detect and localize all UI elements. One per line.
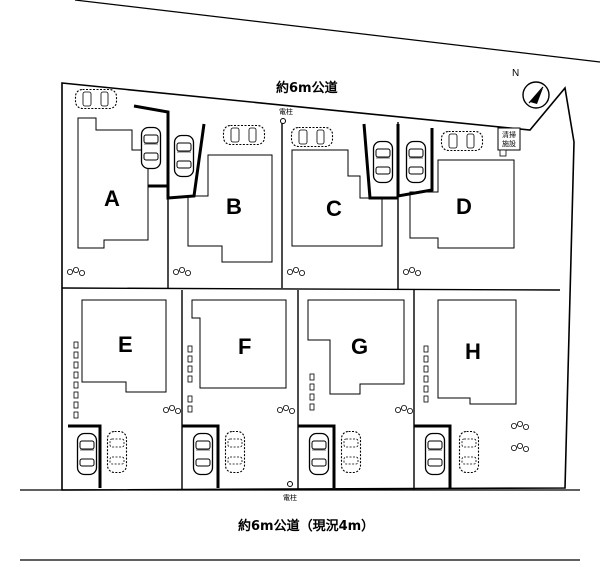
- lot-a-label: A: [104, 186, 120, 211]
- utility-pole-top: [280, 118, 286, 124]
- north-arrow: [522, 81, 550, 109]
- lot-e-label: E: [118, 332, 133, 357]
- utility-pole-bottom: [287, 481, 293, 487]
- lot-c-building: [291, 149, 383, 247]
- lot-a-building: [77, 117, 149, 249]
- utility-pole-bottom-label: 電柱: [283, 493, 297, 502]
- north-road-boundary: [74, 0, 600, 63]
- waste-station-label-1: 清掃: [502, 130, 516, 139]
- north-road-label: 約6m公道: [276, 80, 338, 96]
- lot-d-label: D: [456, 194, 472, 219]
- parking-outlines: [68, 104, 452, 488]
- lot-h-building: [437, 299, 517, 405]
- parked-cars: [76, 126, 446, 476]
- lot-b-building: [187, 154, 273, 263]
- waste-station: [497, 127, 521, 151]
- waste-station-post: [499, 149, 507, 157]
- lot-f-building: [191, 299, 287, 389]
- lot-dividers: [61, 112, 561, 490]
- lot-f-label: F: [238, 334, 251, 359]
- lot-g-building: [307, 299, 405, 395]
- stepping-stones: [73, 341, 429, 419]
- north-arrow-label: N: [512, 68, 519, 79]
- lot-e-building: [81, 299, 167, 393]
- lot-h-label: H: [465, 339, 481, 364]
- waste-station-label-2: 施設: [502, 139, 516, 148]
- lot-b-label: B: [226, 194, 242, 219]
- lot-g-label: G: [351, 334, 368, 359]
- south-road-label: 約6m公道（現況4m）: [238, 518, 374, 534]
- lot-c-label: C: [326, 196, 342, 221]
- utility-pole-top-label: 電柱: [279, 107, 293, 116]
